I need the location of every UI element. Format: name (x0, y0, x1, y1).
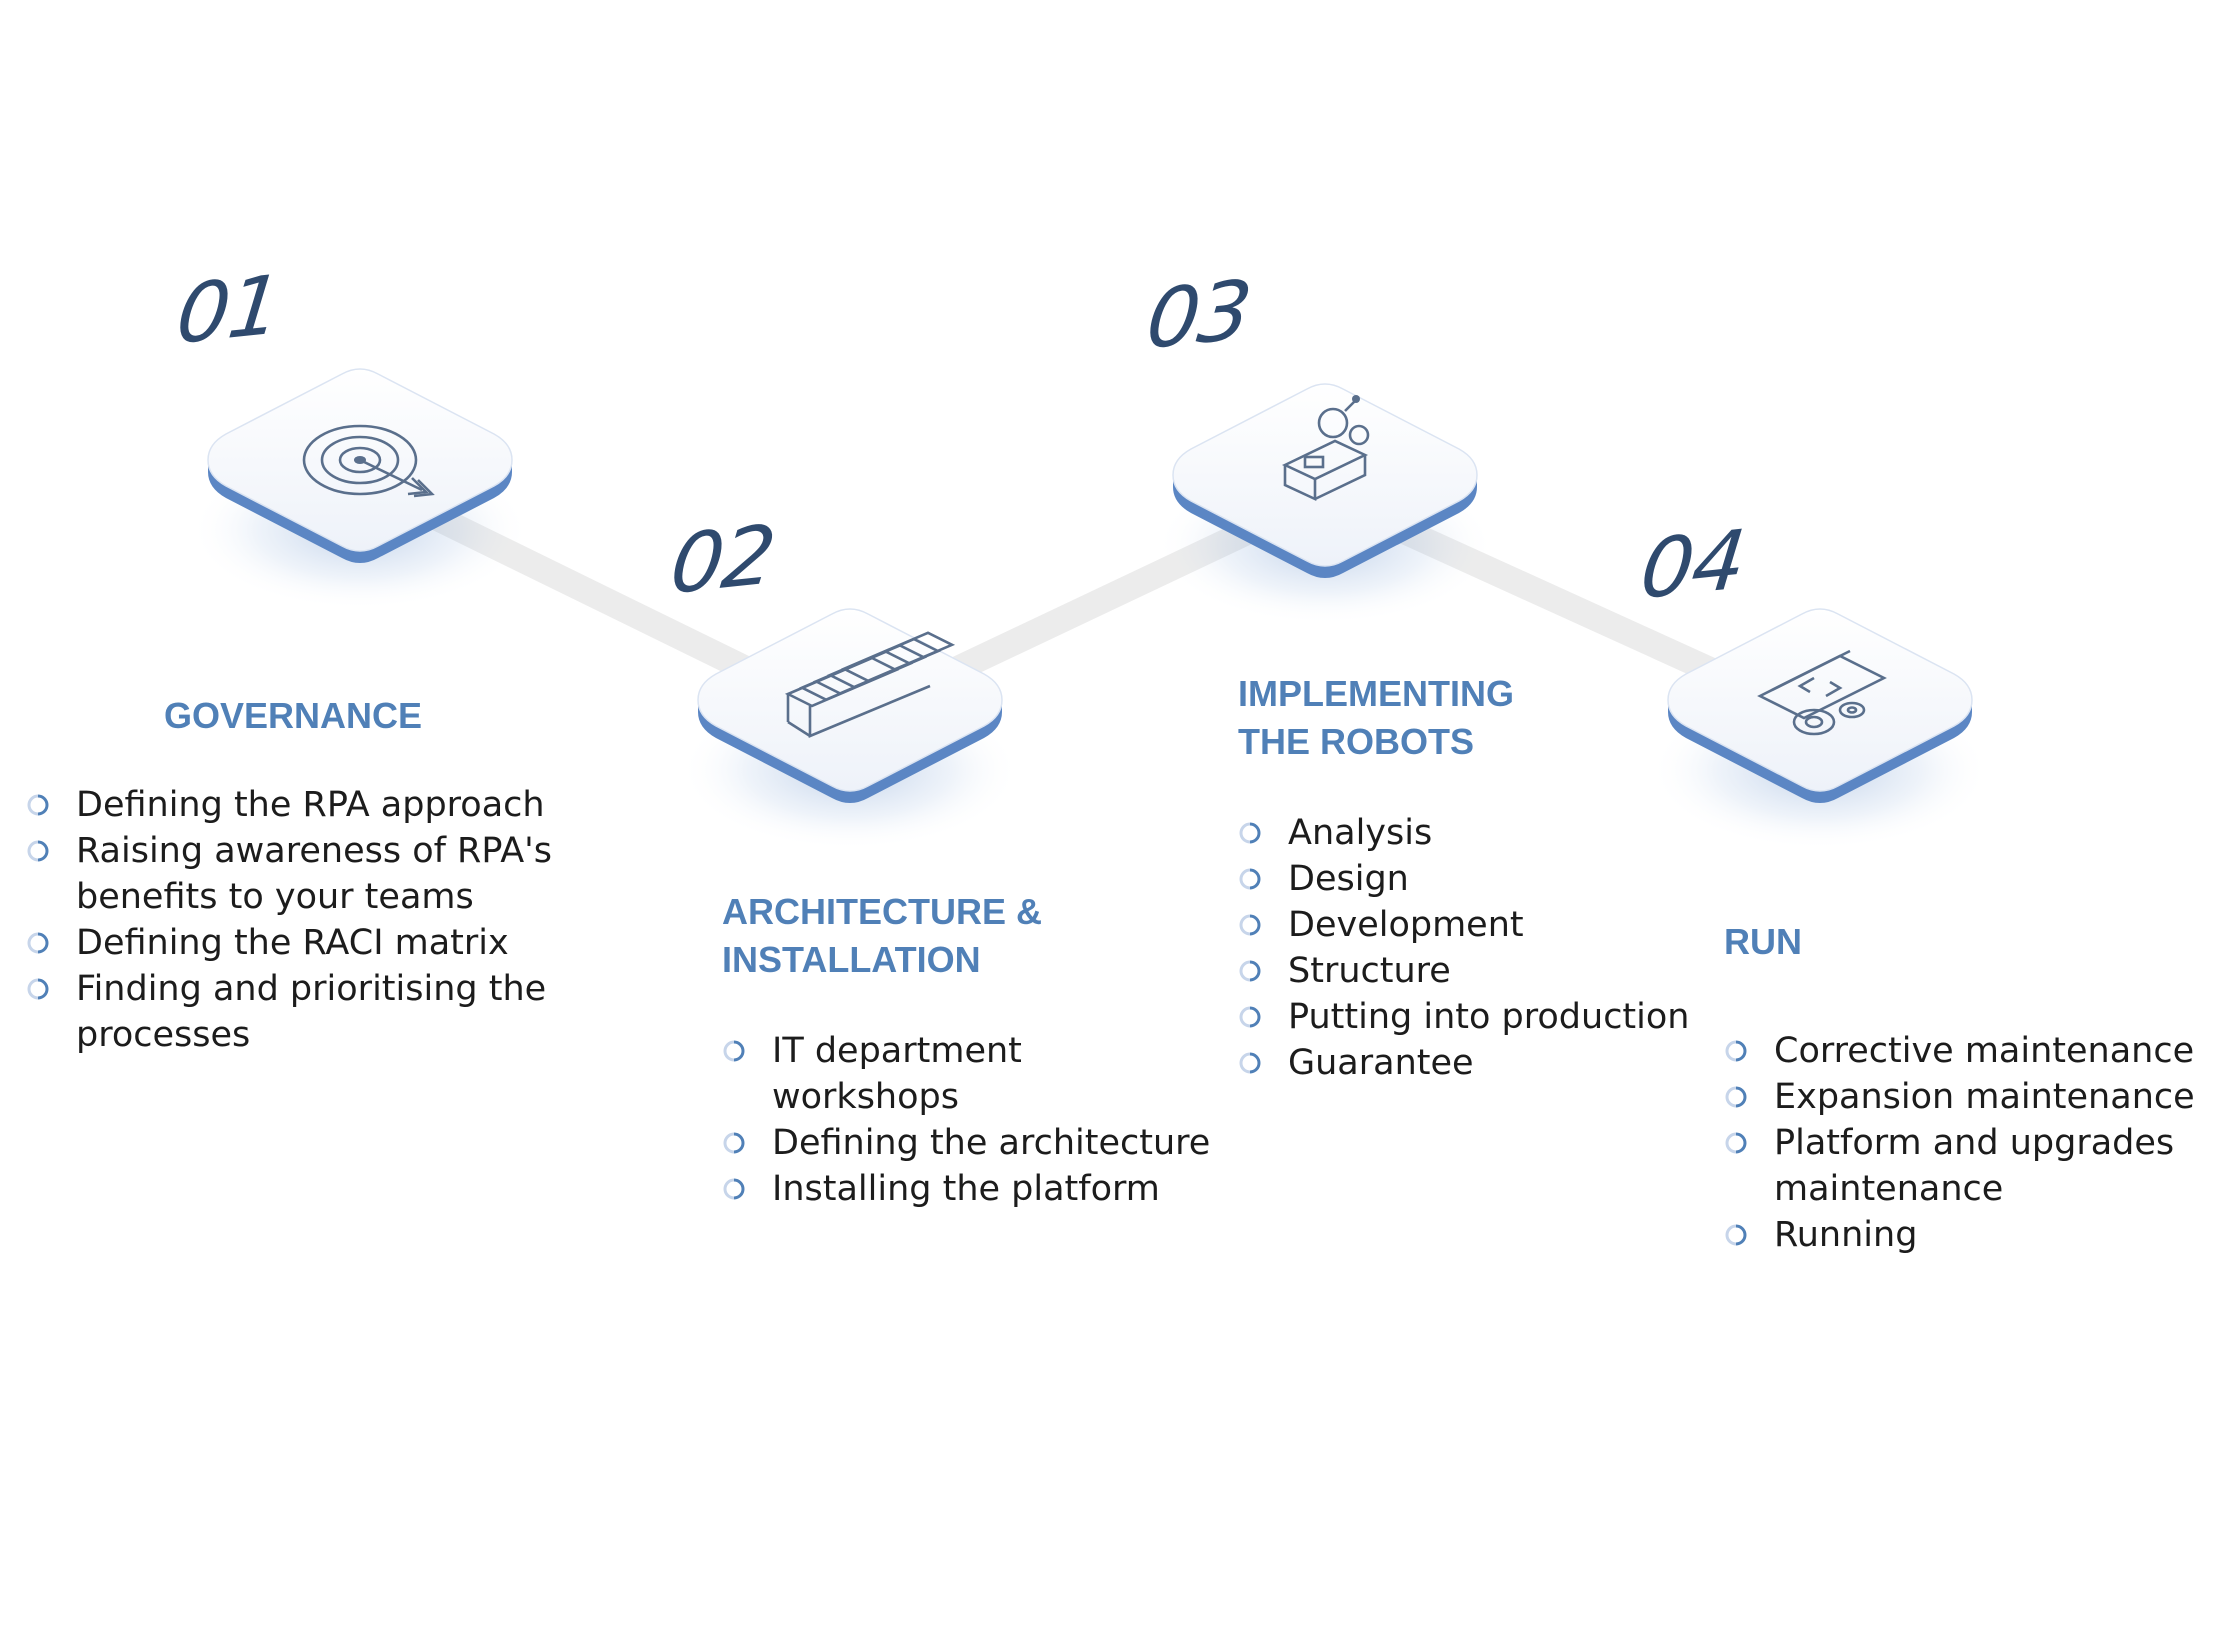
step-item-list: IT department workshops Defining the arch… (722, 1028, 1210, 1212)
step-tile-01 (190, 368, 530, 610)
list-item: Putting into production (1238, 994, 1689, 1040)
list-item: Guarantee (1238, 1040, 1689, 1086)
step-tile-04 (1650, 608, 1990, 850)
server-racks-icon (784, 631, 956, 738)
bullet-icon (723, 1132, 745, 1154)
tile-top (1667, 608, 1973, 792)
step-item-list: Analysis Design Development Structure Pu… (1238, 810, 1689, 1086)
list-item-text: Development (1288, 905, 1524, 945)
list-item-text: Putting into production (1288, 997, 1690, 1037)
list-item: Corrective maintenance (1724, 1028, 2195, 1074)
bullet-icon (723, 1178, 745, 1200)
tile-edge (1173, 475, 1477, 578)
step-tile-02 (680, 608, 1020, 850)
bullet-icon (1239, 1006, 1261, 1028)
browser-gear-icon (1757, 649, 1887, 736)
list-item: IT department workshops (722, 1028, 1210, 1120)
list-item: Design (1238, 856, 1689, 902)
bullet-icon (1725, 1040, 1747, 1062)
robot-icon (1281, 395, 1370, 502)
list-item-text: Guarantee (1288, 1043, 1474, 1083)
list-item-text: Running (1774, 1215, 1918, 1255)
step-title: RUN (1724, 918, 1802, 966)
list-item: Platform and upgrades maintenance (1724, 1120, 2195, 1212)
list-item: Development (1238, 902, 1689, 948)
list-item-text: IT department (772, 1031, 1022, 1071)
step-title-line: THE ROBOTS (1238, 721, 1475, 762)
list-item: Finding and prioritising the processes (26, 966, 552, 1058)
bullet-icon (27, 978, 49, 1000)
step-title: IMPLEMENTING THE ROBOTS (1238, 670, 1514, 766)
step-tile-03 (1155, 383, 1495, 625)
list-item: Defining the architecture (722, 1120, 1210, 1166)
step-title-line: GOVERNANCE (164, 695, 423, 736)
list-item-text: Raising awareness of RPA's (76, 831, 553, 871)
step-number-04: 04 (1636, 513, 1749, 618)
list-item-text: Installing the platform (772, 1169, 1160, 1209)
tile-top (697, 608, 1003, 792)
step-item-list: Defining the RPA approach Raising awaren… (26, 782, 552, 1058)
bullet-icon (723, 1040, 745, 1062)
step-number-02: 02 (666, 508, 779, 613)
bullet-icon (1725, 1132, 1747, 1154)
bullet-icon (27, 840, 49, 862)
step-tiles (190, 368, 1990, 850)
list-item: Analysis (1238, 810, 1689, 856)
bullet-icon (1239, 960, 1261, 982)
bullet-icon (27, 794, 49, 816)
step-title: GOVERNANCE (164, 692, 422, 740)
bullet-icon (1239, 1052, 1261, 1074)
step-item-list: Corrective maintenance Expansion mainten… (1724, 1028, 2195, 1258)
tile-edge (1668, 700, 1972, 803)
tile-edge (698, 700, 1002, 803)
list-item-text: workshops (772, 1077, 959, 1117)
list-item: Expansion maintenance (1724, 1074, 2195, 1120)
step-title-line: IMPLEMENTING (1238, 673, 1514, 714)
target-icon (302, 424, 435, 498)
step-number-01: 01 (172, 258, 285, 363)
step-connectors (347, 467, 1833, 733)
list-item-text: Structure (1288, 951, 1451, 991)
list-item: Defining the RACI matrix (26, 920, 552, 966)
step-title: ARCHITECTURE & INSTALLATION (722, 888, 1042, 984)
list-item-text: maintenance (1774, 1169, 2004, 1209)
list-item-text: Defining the architecture (772, 1123, 1211, 1163)
bullet-icon (1725, 1224, 1747, 1246)
bullet-icon (1239, 914, 1261, 936)
bullet-icon (27, 932, 49, 954)
list-item-text: Defining the RPA approach (76, 785, 545, 825)
list-item-text: Finding and prioritising the (76, 969, 547, 1009)
step-title-line: RUN (1724, 921, 1802, 962)
bullet-icon (1725, 1086, 1747, 1108)
list-item-text: Defining the RACI matrix (76, 923, 509, 963)
list-item-text: Analysis (1288, 813, 1433, 853)
step-title-line: ARCHITECTURE & (722, 891, 1042, 932)
list-item: Defining the RPA approach (26, 782, 552, 828)
step-number-03: 03 (1142, 263, 1255, 368)
bullet-icon (1239, 822, 1261, 844)
list-item-text: Platform and upgrades (1774, 1123, 2175, 1163)
list-item: Installing the platform (722, 1166, 1210, 1212)
list-item-text: benefits to your teams (76, 877, 474, 917)
list-item-text: processes (76, 1015, 251, 1055)
list-item-text: Corrective maintenance (1774, 1031, 2195, 1071)
bullet-icon (1239, 868, 1261, 890)
list-item: Raising awareness of RPA's benefits to yo… (26, 828, 552, 920)
list-item-text: Design (1288, 859, 1409, 899)
list-item: Running (1724, 1212, 2195, 1258)
step-title-line: INSTALLATION (722, 939, 981, 980)
list-item-text: Expansion maintenance (1774, 1077, 2195, 1117)
tile-edge (208, 460, 512, 563)
list-item: Structure (1238, 948, 1689, 994)
